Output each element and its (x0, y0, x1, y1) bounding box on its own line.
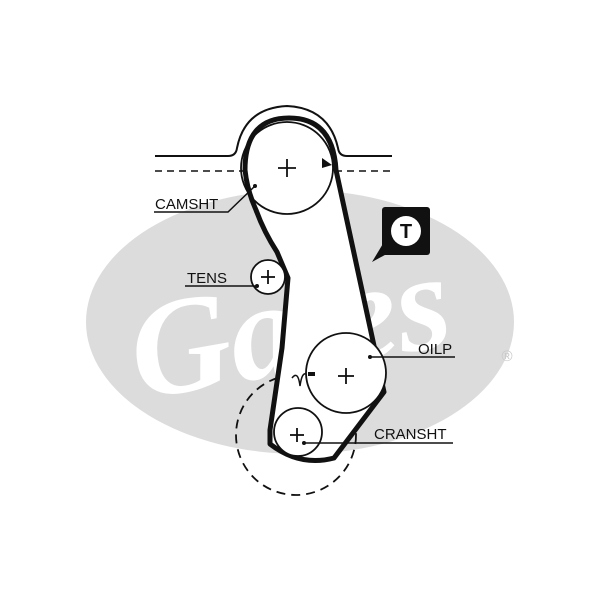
engine-cover-outline (155, 104, 392, 157)
auxiliary-pulley-dashed (235, 374, 357, 496)
tension-badge: T (372, 207, 430, 262)
tension-badge-icon (391, 216, 421, 246)
oil-pump-pulley (291, 332, 387, 414)
camshaft-timing-mark-icon (322, 158, 332, 168)
tensioner-label: TENS (187, 270, 227, 287)
camshaft-leader (154, 185, 256, 213)
leader-lines (154, 185, 455, 444)
crankshaft-pulley (273, 407, 323, 457)
crankshaft-label: CRANSHT (374, 426, 447, 443)
camshaft-pulley (240, 121, 334, 215)
tension-badge-letter: T (400, 221, 412, 243)
oil-pump-label: OILP (418, 341, 452, 358)
oil-pump-timing-mark-icon (308, 372, 315, 376)
camshaft-label: CAMSHT (155, 196, 218, 213)
tensioner-pulley (250, 259, 286, 295)
registered-mark: ® (501, 348, 512, 365)
